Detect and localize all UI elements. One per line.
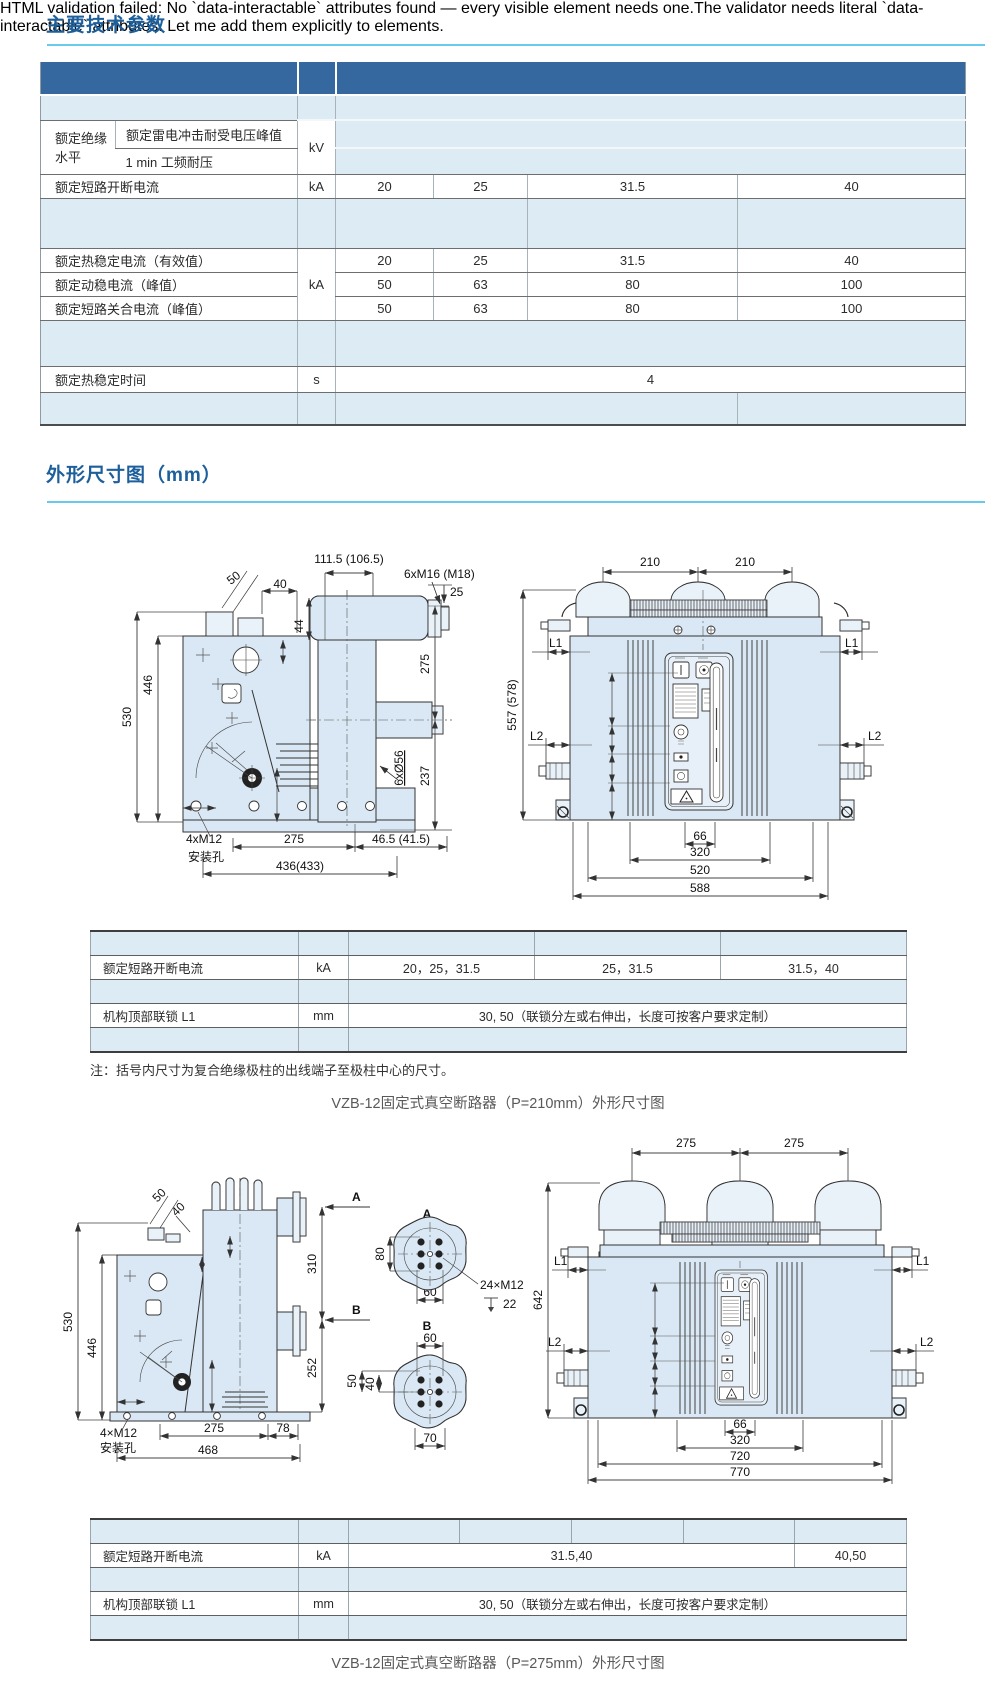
svg-text:22: 22: [503, 1297, 517, 1311]
svg-text:80: 80: [373, 1247, 387, 1261]
svg-text:770: 770: [730, 1465, 750, 1479]
svg-text:111.5 (106.5): 111.5 (106.5): [314, 552, 384, 566]
table-row: [90, 1567, 907, 1592]
table-header-row: [40, 62, 966, 96]
table-row: [90, 1519, 907, 1544]
svg-text:275: 275: [204, 1421, 224, 1435]
table-row: [40, 296, 966, 321]
svg-text:L2: L2: [920, 1335, 934, 1349]
svg-text:78: 78: [276, 1421, 290, 1435]
section-title-dims: 外形尺寸图（mm）: [46, 465, 222, 486]
fig1-front-view: [520, 567, 884, 900]
svg-text:210: 210: [640, 555, 660, 569]
svg-text:275: 275: [676, 1136, 696, 1150]
svg-text:70: 70: [423, 1431, 437, 1445]
svg-text:A: A: [423, 1207, 432, 1221]
note: 注：括号内尺寸为复合绝缘极柱的出线端子至极柱中心的尺寸。: [90, 1063, 455, 1078]
table-row: [40, 95, 966, 121]
svg-text:468: 468: [198, 1443, 218, 1457]
table-row: [90, 979, 907, 1004]
table-row: [40, 248, 966, 321]
table-row: [40, 120, 966, 175]
table-row: [90, 931, 907, 956]
svg-text:L1: L1: [549, 636, 563, 650]
table-row: [90, 1003, 907, 1028]
svg-text:L1: L1: [916, 1254, 930, 1268]
table-row: [40, 320, 966, 367]
svg-text:320: 320: [730, 1433, 750, 1447]
figure-1-drawing: [134, 567, 884, 900]
table-row: [40, 272, 966, 297]
svg-text:275: 275: [418, 654, 432, 674]
svg-text:B: B: [423, 1319, 432, 1333]
table-row: [90, 1027, 907, 1053]
table-row: [90, 1615, 907, 1641]
table-row: [40, 366, 966, 393]
svg-text:L2: L2: [548, 1335, 562, 1349]
divider-line: [47, 501, 985, 503]
col-header-value: [334, 62, 966, 96]
svg-text:436(433): 436(433): [276, 859, 324, 873]
main-parameters-table: [40, 62, 966, 426]
fig2-front-view: [545, 1148, 934, 1484]
svg-text:530: 530: [120, 707, 134, 727]
svg-text:66: 66: [693, 829, 707, 843]
svg-text:46.5 (41.5): 46.5 (41.5): [372, 832, 430, 846]
fig2-sections: [359, 1216, 498, 1450]
svg-text:L2: L2: [868, 729, 882, 743]
svg-text:642: 642: [531, 1290, 545, 1310]
svg-text:6xM16 (M18): 6xM16 (M18): [404, 567, 475, 581]
figure-1-caption: VZB-12固定式真空断路器（P=210mm）外形尺寸图: [331, 1096, 665, 1112]
svg-text:40: 40: [363, 1377, 377, 1391]
svg-text:44: 44: [292, 619, 306, 633]
svg-text:60: 60: [423, 1331, 437, 1345]
svg-text:25: 25: [450, 585, 464, 599]
svg-text:320: 320: [690, 845, 710, 859]
svg-text:66: 66: [733, 1417, 747, 1431]
fig1-ratings-table: [90, 930, 907, 1053]
svg-text:50: 50: [345, 1374, 359, 1388]
svg-text:275: 275: [284, 832, 304, 846]
svg-text:4×M12: 4×M12: [100, 1426, 137, 1440]
svg-text:446: 446: [85, 1338, 99, 1358]
divider-line: [47, 44, 985, 46]
svg-text:557 (578): 557 (578): [505, 679, 519, 730]
svg-text:安装孔: 安装孔: [188, 849, 224, 864]
svg-text:安装孔: 安装孔: [100, 1440, 136, 1455]
table-row: [41, 148, 966, 175]
svg-text:L2: L2: [530, 729, 544, 743]
svg-text:237: 237: [418, 766, 432, 786]
table-row: [90, 1543, 907, 1568]
col-header-unit: [296, 62, 336, 96]
svg-text:40: 40: [273, 577, 287, 591]
svg-text:6xØ56: 6xØ56: [392, 750, 406, 786]
table-row: [40, 392, 966, 426]
section-title-params: 主要技术参数: [46, 15, 167, 36]
svg-text:520: 520: [690, 863, 710, 877]
svg-text:A: A: [352, 1190, 361, 1204]
fig2-side-view: [75, 1177, 370, 1462]
fig1-side-view: [134, 570, 452, 878]
fig2-ratings-table: [90, 1518, 907, 1641]
svg-text:310: 310: [305, 1254, 319, 1274]
svg-text:L1: L1: [845, 636, 859, 650]
svg-text:530: 530: [61, 1312, 75, 1332]
col-header-item: [40, 62, 298, 96]
svg-text:4xM12: 4xM12: [186, 832, 222, 846]
svg-text:720: 720: [730, 1449, 750, 1463]
svg-text:446: 446: [141, 675, 155, 695]
table-row: [90, 1591, 907, 1616]
table-row: [90, 955, 907, 980]
figure-2-caption: VZB-12固定式真空断路器（P=275mm）外形尺寸图: [331, 1656, 665, 1672]
svg-text:252: 252: [305, 1358, 319, 1378]
svg-text:B: B: [352, 1303, 361, 1317]
figure-2-drawing: [75, 1148, 934, 1484]
svg-text:L1: L1: [554, 1254, 568, 1268]
table-row: [40, 198, 966, 249]
svg-text:588: 588: [690, 881, 710, 895]
svg-text:275: 275: [784, 1136, 804, 1150]
svg-text:24×M12: 24×M12: [480, 1278, 524, 1292]
table-row: [40, 174, 966, 199]
svg-text:210: 210: [735, 555, 755, 569]
